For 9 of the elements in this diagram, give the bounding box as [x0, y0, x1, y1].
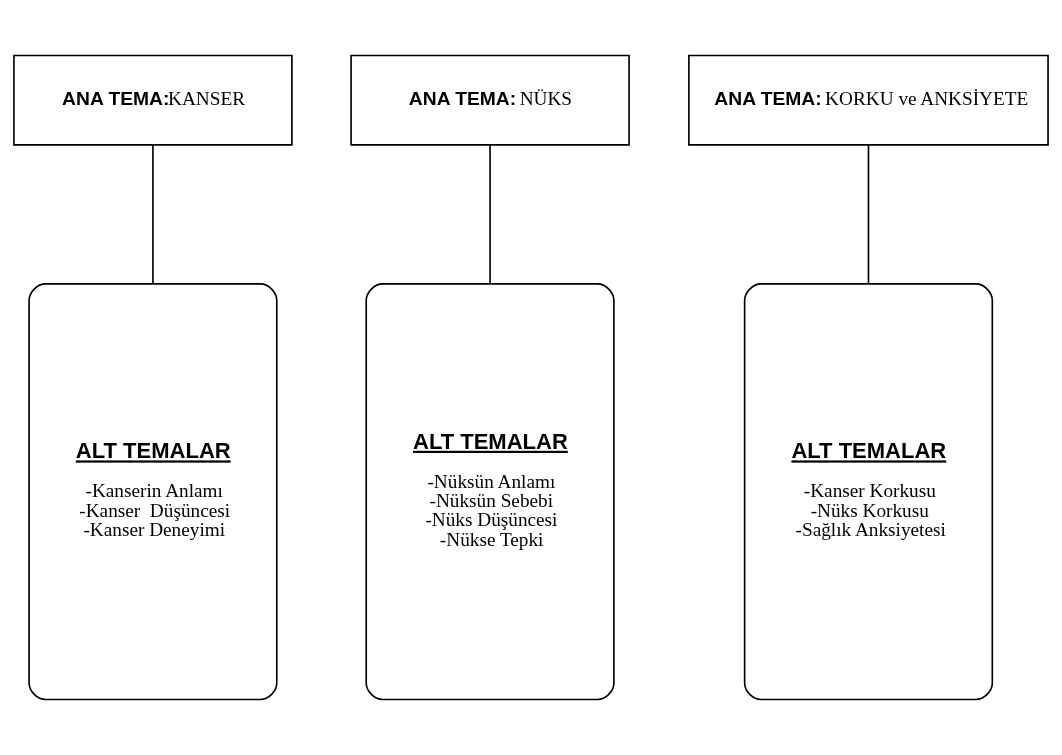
node-box: ANA TEMA: NÜKS: [350, 54, 630, 146]
node-box: ALT TEMALAR -Kanserin Anlamı -Kanser Düşüncesi -Kanser Deneyimi: [28, 283, 278, 701]
connector: [152, 144, 154, 285]
node-box: ANA TEMA: KORKU ve ANKSİYETE: [688, 54, 1049, 146]
connector: [489, 144, 491, 285]
node-box: ALT TEMALAR -Kanser Korkusu -Nüks Korkusu -Sağlık Anksiyetesi: [743, 283, 994, 701]
node-box: ALT TEMALAR -Nüksün Anlamı -Nüksün Sebebi -Nüks Düşüncesi -Nükse Tepki: [365, 283, 615, 701]
connector: [867, 144, 870, 285]
node-box: ANA TEMA:KANSER: [13, 54, 293, 146]
